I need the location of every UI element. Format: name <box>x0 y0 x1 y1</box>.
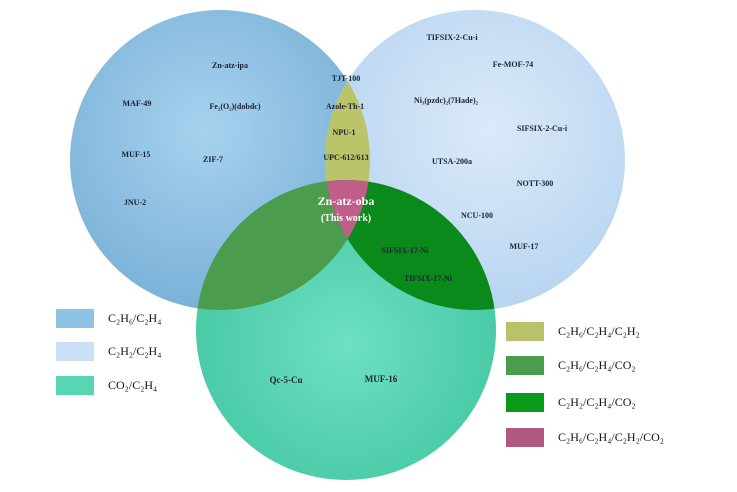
legend-label: C₂H₆/C₂H₄/C₂H₂/CO₂ <box>558 430 664 444</box>
legend-item-c2h6-c2h4-c2h2: C₂H₆/C₂H₄/C₂H₂ <box>506 322 640 341</box>
label-upc-612-613: UPC-612/613 <box>323 153 368 162</box>
label-muf-15: MUF-15 <box>122 150 151 159</box>
label-ncu-100: NCU-100 <box>461 211 493 220</box>
label-sifsix-2-cu-i: SIFSIX-2-Cu-i <box>517 124 568 133</box>
legend-item-c2h2-c2h4: C₂H₂/C₂H₄ <box>56 342 161 361</box>
label-sifsix-17-ni: SIFSIX-17-Ni <box>381 246 429 255</box>
legend-label: C₂H₆/C₂H₄/C₂H₂ <box>558 324 640 338</box>
label-zn-atz-ipa: Zn-atz-ipa <box>212 61 248 70</box>
label-tifsix-2-cu-i: TIFSIX-2-Cu-i <box>426 33 478 42</box>
center-title: Zn-atz-oba <box>318 194 375 208</box>
label-fe2o2dobdc: Fe₂(O₂)(dobdc) <box>209 102 260 111</box>
legend-label: C₂H₂/C₂H₄ <box>108 344 162 358</box>
legend-label: CO₂/C₂H₄ <box>108 378 158 392</box>
legend-swatch <box>56 309 94 328</box>
legend-swatch <box>506 393 544 412</box>
legend-item-c2h6-c2h4-co2: C₂H₆/C₂H₄/CO₂ <box>506 356 636 375</box>
legend-swatch <box>506 356 544 375</box>
legend-swatch <box>56 376 94 395</box>
label-azole-th-1: Azole-Th-1 <box>326 102 364 111</box>
label-tifsix-17-ni: TIFSIX-17-Ni <box>404 274 453 283</box>
label-nott-300: NOTT-300 <box>517 179 554 188</box>
label-muf-17: MUF-17 <box>510 242 539 251</box>
legend-item-c2h2-c2h4-co2: C₂H₂/C₂H₄/CO₂ <box>506 393 636 412</box>
label-maf-49: MAF-49 <box>123 99 152 108</box>
label-npu-1: NPU-1 <box>332 128 355 137</box>
label-jnu-2: JNU-2 <box>124 198 146 207</box>
legend-label: C₂H₆/C₂H₄/CO₂ <box>558 358 636 372</box>
label-fe-mof-74: Fe-MOF-74 <box>493 60 533 69</box>
label-utsa-200a: UTSA-200a <box>432 157 472 166</box>
label-zif-7: ZIF-7 <box>203 155 223 164</box>
center-subtitle: (This work) <box>321 213 371 224</box>
label-qc-5-cu: Qc-5-Cu <box>270 375 303 385</box>
legend-label: C₂H₂/C₂H₄/CO₂ <box>558 395 636 409</box>
label-ni3pzdc2: Ni₃(pzdc)₂(7Hade)₂ <box>414 96 479 105</box>
region-blue-green <box>196 180 370 310</box>
legend-swatch <box>56 342 94 361</box>
legend-item-c2h6-c2h4-c2h2-co2: C₂H₆/C₂H₄/C₂H₂/CO₂ <box>506 428 664 447</box>
legend-swatch <box>506 322 544 341</box>
label-tjt-100: TJT-100 <box>332 74 361 83</box>
legend-item-co2-c2h4: CO₂/C₂H₄ <box>56 376 157 395</box>
legend-label: C₂H₆/C₂H₄ <box>108 311 162 325</box>
legend-item-c2h6-c2h4: C₂H₆/C₂H₄ <box>56 309 161 328</box>
label-muf-16: MUF-16 <box>365 374 398 384</box>
region-lightblue-green <box>325 180 496 310</box>
legend-swatch <box>506 428 544 447</box>
